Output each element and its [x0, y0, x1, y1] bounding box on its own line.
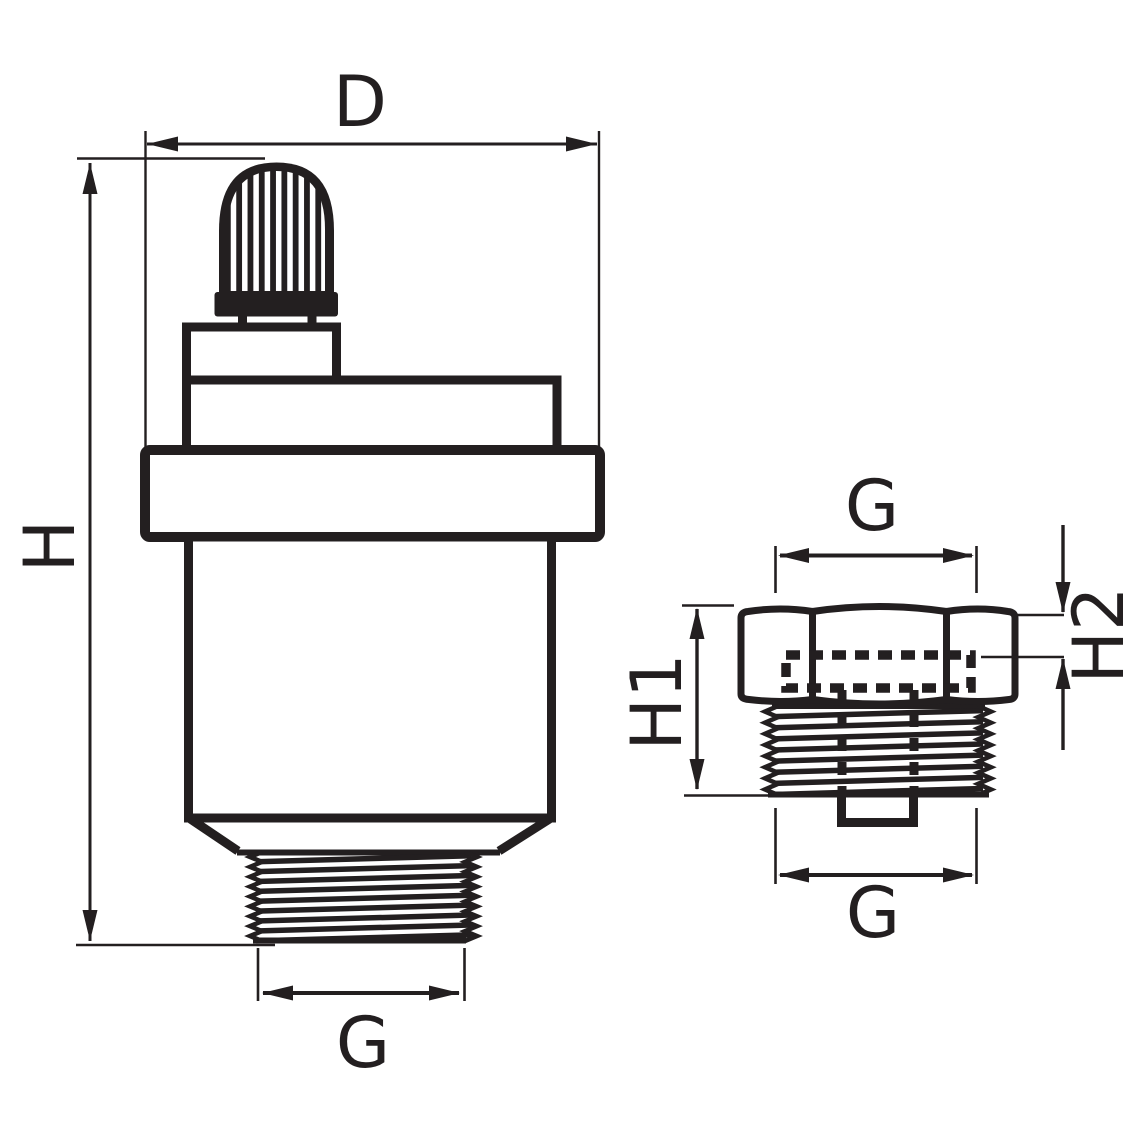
dim-label-g-side-bottom: G: [846, 872, 900, 954]
male-thread-side: [759, 703, 997, 798]
arrowhead: [147, 136, 178, 152]
bottom-stub: [837, 796, 918, 827]
arrowhead: [943, 867, 974, 883]
dim-label-g-side-top: G: [845, 465, 899, 547]
chamfer-right: [496, 815, 552, 855]
arrowhead: [778, 867, 809, 883]
arrowhead: [262, 985, 293, 1001]
arrowhead: [1055, 582, 1071, 613]
arrowhead: [566, 136, 597, 152]
arrowhead: [689, 759, 705, 790]
cap-flange: [214, 292, 338, 317]
dim-label-g-front: G: [336, 1002, 390, 1084]
hidden-bore-dashed: [781, 650, 976, 693]
front-view: D H G: [9, 61, 605, 1084]
dimension-arrowheads: [82, 136, 1071, 1001]
bonnet: [182, 322, 341, 385]
arrowhead: [943, 548, 974, 563]
dim-label-h: H: [9, 520, 91, 573]
side-view: G H1 H2 G: [616, 465, 1140, 954]
arrowhead: [689, 608, 705, 639]
valve-body: [184, 532, 556, 823]
body-step: [182, 375, 562, 455]
dim-label-d: D: [333, 61, 387, 143]
arrowhead: [429, 985, 460, 1001]
arrowhead: [82, 910, 98, 941]
hex-flange: [140, 445, 605, 542]
male-thread-front: [237, 849, 500, 944]
arrowhead: [778, 548, 809, 563]
dim-label-h1: H1: [616, 653, 698, 750]
chamfer-left: [187, 815, 241, 855]
dim-label-h2: H2: [1058, 586, 1140, 683]
arrowhead: [82, 163, 98, 194]
arrowhead: [1055, 658, 1071, 689]
vent-cap-ribs: [230, 171, 325, 291]
